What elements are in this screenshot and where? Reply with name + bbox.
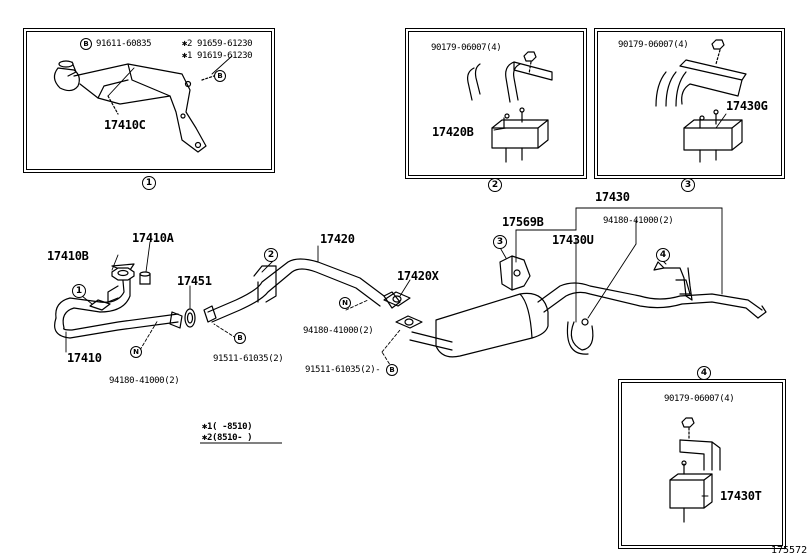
label-94180-right: 94180-41000(2)	[603, 216, 674, 226]
label-91619-61230: 91619-61230	[197, 51, 253, 61]
label-90179-box2: 90179-06007(4)	[431, 43, 502, 53]
tag-n-left: N	[130, 346, 142, 358]
label-17410a: 17410A	[132, 231, 174, 245]
tail-pipe-17430	[395, 282, 767, 358]
insulator-17420b	[467, 51, 553, 163]
label-17430g: 17430G	[726, 99, 768, 113]
tag-b-left: B	[234, 332, 246, 344]
callout-3-box: 3	[681, 178, 695, 192]
callout-2-box: 2	[488, 178, 502, 192]
label-17420b: 17420B	[432, 125, 474, 139]
center-pipe-17420	[203, 258, 401, 323]
hanger-17569b	[499, 255, 531, 291]
tag-b-right: B	[386, 364, 398, 376]
insulator-17430g	[655, 39, 747, 163]
label-17420x: 17420X	[397, 269, 439, 283]
tag-b-91611: B	[80, 38, 92, 50]
gasket-17420x	[383, 291, 411, 307]
legend-line-1: ✱1( -8510)	[202, 422, 253, 432]
label-90179-box3: 90179-06007(4)	[618, 40, 689, 50]
callout-2-main: 2	[264, 248, 278, 262]
mark-star1: ✱1	[182, 51, 193, 61]
figure-number: 175572	[771, 545, 808, 556]
detail-box-2	[408, 31, 584, 176]
label-17420: 17420	[320, 232, 355, 246]
label-91511-right: 91511-61035(2)-	[305, 365, 381, 375]
callout-1-box: 1	[142, 176, 156, 190]
gasket-17451	[184, 308, 196, 328]
callout-3-main: 3	[493, 235, 507, 249]
label-17430t: 17430T	[720, 489, 762, 503]
detail-box-1	[26, 31, 272, 170]
label-17430: 17430	[595, 190, 630, 204]
front-pipe-17410	[54, 263, 183, 339]
tag-b-box1: B	[214, 70, 226, 82]
legend-line-2: ✱2(8510- )	[202, 433, 253, 443]
label-91511-left: 91511-61035(2)	[213, 354, 284, 364]
label-17451: 17451	[177, 274, 212, 288]
label-94180-left: 94180-41000(2)	[109, 376, 180, 386]
tag-n-center: N	[339, 297, 351, 309]
detail-box-3	[597, 31, 782, 176]
bracket-right	[653, 261, 693, 301]
clamp-17430u	[566, 318, 594, 355]
label-17569b: 17569B	[502, 215, 544, 229]
label-91611-60835: 91611-60835	[96, 39, 152, 49]
insulator-17430t	[669, 417, 721, 523]
callout-4-box: 4	[697, 366, 711, 380]
label-91659-61230: 91659-61230	[197, 39, 253, 49]
label-17410: 17410	[67, 351, 102, 365]
label-17410c: 17410C	[104, 118, 146, 132]
bracket-17410c	[53, 61, 215, 153]
detail-box-4	[621, 382, 783, 546]
label-90179-box4: 90179-06007(4)	[664, 394, 735, 404]
label-17430u: 17430U	[552, 233, 594, 247]
callout-1-main: 1	[72, 284, 86, 298]
mark-star2: ✱2	[182, 39, 193, 49]
label-17410b: 17410B	[47, 249, 89, 263]
callout-4-main: 4	[656, 248, 670, 262]
label-94180-center: 94180-41000(2)	[303, 326, 374, 336]
